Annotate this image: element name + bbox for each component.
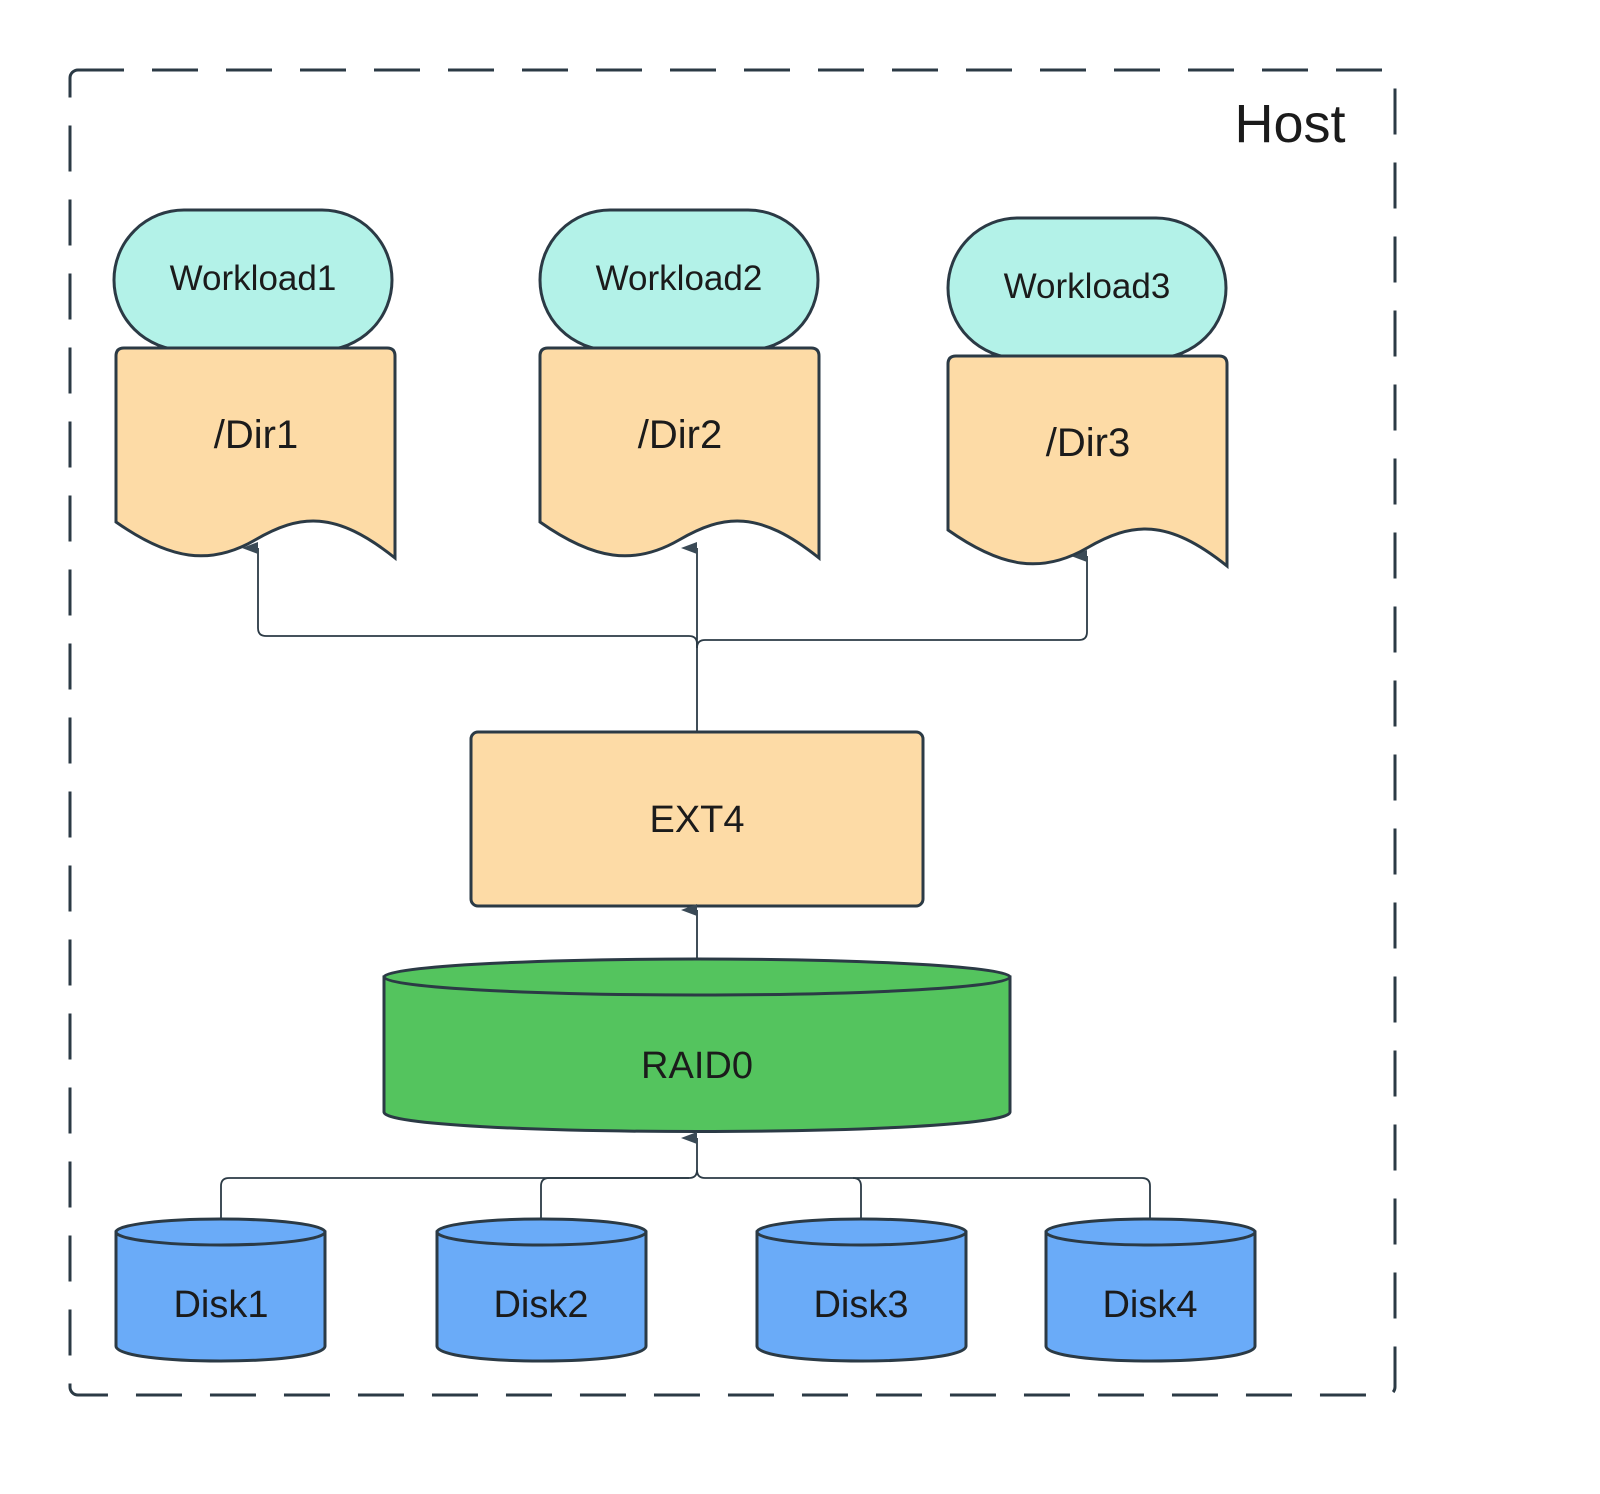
workload-2-label: Workload2 <box>596 259 763 298</box>
connector-disk1-raid <box>220 1132 698 1220</box>
ext4-label: EXT4 <box>649 799 744 841</box>
dir-3-label: /Dir3 <box>1046 421 1130 465</box>
disk-4[interactable]: Disk4 <box>1044 1217 1257 1363</box>
disk-1-label: Disk1 <box>173 1284 268 1326</box>
ext4-filesystem[interactable]: EXT4 <box>469 730 925 908</box>
connectors-disks-to-raid <box>220 1132 1151 1220</box>
connector-disk3-raid <box>696 1169 862 1220</box>
disk-3-label: Disk3 <box>813 1284 908 1326</box>
disk-2[interactable]: Disk2 <box>435 1217 648 1363</box>
host-label: Host <box>1234 94 1345 154</box>
workload-2[interactable]: Workload2 <box>538 208 820 352</box>
workload-1[interactable]: Workload1 <box>112 208 394 352</box>
dir-1-label: /Dir1 <box>214 413 298 457</box>
workload-3-label: Workload3 <box>1004 267 1171 306</box>
connector-disk2-raid <box>540 1177 689 1220</box>
host-boundary: Host <box>68 68 1397 1397</box>
raid0-volume[interactable]: RAID0 <box>382 957 1012 1133</box>
disk-4-label: Disk4 <box>1102 1284 1197 1326</box>
disk-1[interactable]: Disk1 <box>114 1217 327 1363</box>
connectors-fs-to-dirs <box>242 542 1088 732</box>
connector-ext4-dir1 <box>242 542 698 648</box>
dir-1[interactable]: /Dir1 <box>114 346 397 562</box>
raid0-label: RAID0 <box>641 1045 753 1087</box>
workload-1-label: Workload1 <box>170 259 337 298</box>
disk-2-label: Disk2 <box>493 1284 588 1326</box>
dir-2[interactable]: /Dir2 <box>538 346 821 562</box>
connector-disk4-raid <box>853 1177 1151 1220</box>
dir-2-label: /Dir2 <box>638 413 722 457</box>
disk-3[interactable]: Disk3 <box>755 1217 968 1363</box>
workload-3[interactable]: Workload3 <box>946 216 1228 360</box>
connector-ext4-dir3 <box>696 550 1088 649</box>
dir-3[interactable]: /Dir3 <box>946 354 1229 570</box>
